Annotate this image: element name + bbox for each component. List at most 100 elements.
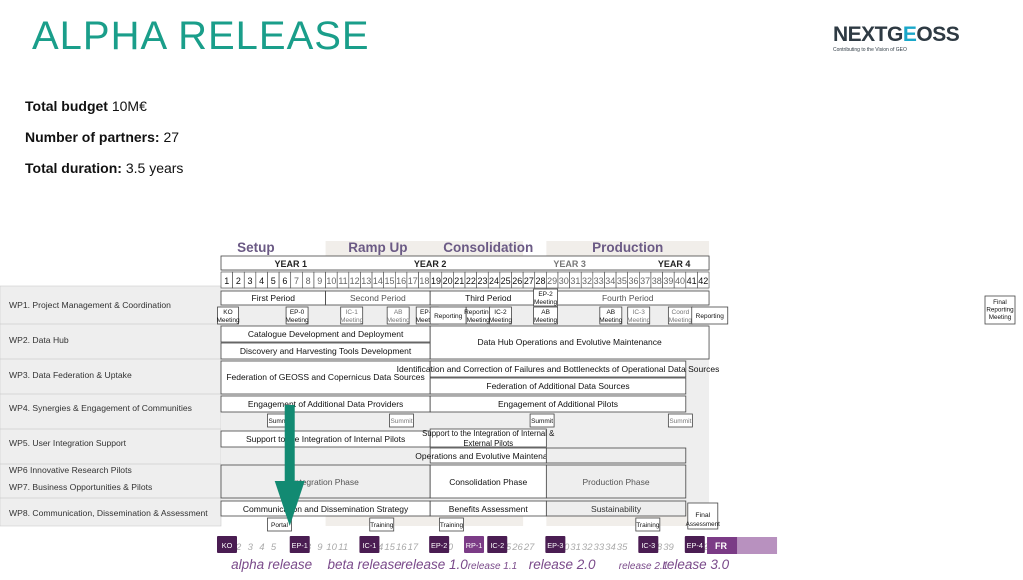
timeline-number: 3	[248, 542, 254, 553]
portal-box	[267, 517, 292, 532]
task-label: Identification and Correction of Failure…	[397, 364, 720, 374]
month-number: 5	[271, 276, 276, 286]
task-reporting-2	[691, 306, 729, 325]
meeting-label: Meeting	[489, 317, 513, 324]
month-number: 13	[361, 276, 371, 286]
summit-box	[667, 413, 693, 428]
task-label: Operations and Evolutive Maintenance	[415, 451, 561, 461]
meeting-ab1	[386, 306, 410, 325]
milestone-box	[217, 536, 237, 553]
month-number: 25	[501, 276, 511, 286]
month-number: 39	[663, 276, 673, 286]
release-label: release 2.1	[619, 561, 668, 572]
meeting-label: EP-0	[290, 309, 305, 316]
year-label: YEAR 3	[553, 259, 586, 269]
month-number: 11	[338, 276, 347, 286]
meeting-ko	[217, 306, 239, 325]
task-sustainability	[545, 500, 687, 517]
timeline-number: 39	[663, 542, 674, 553]
wp-label: WP7. Business Opportunities & Pilots	[9, 482, 152, 492]
milestone-box	[684, 536, 705, 553]
meeting-label: Meeting	[534, 317, 558, 324]
timeline-number: 35	[617, 542, 628, 553]
task-label: Support to the Integration of Internal P…	[246, 434, 405, 444]
task-label: Assessment	[686, 521, 721, 528]
task-label: Federation of GEOSS and Copernicus Data …	[226, 372, 424, 382]
page-title: ALPHA RELEASE	[32, 14, 370, 58]
milestone-label: EP-4	[687, 541, 703, 550]
month-cell	[697, 271, 710, 289]
timeline-number: 11	[338, 542, 348, 553]
meeting-final-reporting	[984, 295, 1016, 325]
month-number: 12	[350, 276, 360, 286]
meeting-label: IC-3	[633, 309, 646, 316]
month-number: 41	[687, 276, 697, 286]
milestone-label: EP-1	[292, 541, 308, 550]
meeting-label: Meeting	[989, 314, 1012, 321]
training-box	[439, 517, 464, 532]
milestone-label: FR	[715, 541, 727, 551]
wp-label: WP8. Communication, Dissemination & Asse…	[9, 508, 208, 518]
wp-label: WP4. Synergies & Engagement of Communiti…	[9, 403, 192, 413]
summit-box	[529, 413, 555, 428]
task-label: Discovery and Harvesting Tools Developme…	[240, 346, 412, 356]
task-consolidation-phase	[429, 464, 547, 499]
task-label: Benefits Assessment	[449, 504, 529, 514]
milestone-box	[289, 536, 310, 553]
release-label: beta release	[327, 557, 401, 572]
phase-header: Consolidation	[443, 240, 533, 255]
month-number: 17	[408, 276, 418, 286]
task-identification	[429, 360, 687, 378]
task-label: Catalogue Development and Deployment	[248, 329, 404, 339]
meeting-label: EP-1	[420, 309, 435, 316]
milestone-label: IC-3	[641, 541, 655, 550]
meeting-label: Final	[993, 299, 1007, 306]
timeline-number: 10	[326, 542, 337, 553]
logo-wordmark: NEXTGEOSS	[833, 23, 960, 46]
month-number: 16	[396, 276, 406, 286]
meeting-label: Meeting	[534, 299, 558, 306]
stat-partners: Number of partners: 27	[25, 129, 180, 145]
task-label: Communication and Dissemination Strategy	[243, 504, 409, 514]
month-number: 34	[605, 276, 615, 286]
milestone-label: KO	[222, 541, 233, 550]
month-number: 22	[466, 276, 476, 286]
meeting-label: Meeting	[416, 317, 440, 324]
timeline-number: 33	[594, 542, 605, 553]
task-label: Second Period	[350, 293, 406, 303]
training-box	[635, 517, 661, 532]
milestone-box	[545, 536, 566, 553]
task-production-phase	[545, 464, 687, 499]
task-label: Fourth Period	[602, 293, 654, 303]
summit-label: Summit	[268, 418, 290, 425]
milestone-label: EP-2	[431, 541, 447, 550]
month-number: 9	[317, 276, 322, 286]
training-label: Training	[370, 522, 394, 529]
meeting-label: EP-2	[538, 291, 553, 298]
summit-label: Summit	[531, 418, 553, 425]
month-number: 27	[524, 276, 534, 286]
wp-label: WP2. Data Hub	[9, 335, 69, 345]
milestone-box	[359, 536, 380, 553]
meeting-label: Meeting	[286, 317, 310, 324]
wp-label: WP1. Project Management & Coordination	[9, 300, 171, 310]
task-label: External Pilots	[463, 439, 513, 448]
portal-label: Portal	[271, 522, 289, 529]
meeting-ep0	[285, 306, 309, 325]
year-label: YEAR 4	[658, 259, 691, 269]
training-label: Training	[440, 522, 464, 529]
timeline-number: 15	[384, 542, 395, 553]
summit-label: Summit	[390, 418, 412, 425]
alpha-arrow-shaft	[284, 405, 295, 483]
month-number: 40	[675, 276, 685, 286]
task-label: Integration Phase	[292, 477, 359, 487]
month-number: 3	[248, 276, 253, 286]
meeting-label: Meeting	[216, 317, 240, 324]
meeting-label: Reporting	[986, 307, 1014, 314]
month-number: 42	[698, 276, 708, 286]
task-label: Engagement of Additional Data Providers	[248, 399, 403, 409]
gap	[705, 241, 776, 526]
task-label: Reporting	[434, 313, 463, 320]
month-number: 6	[282, 276, 287, 286]
meeting-label: AB	[541, 309, 550, 316]
